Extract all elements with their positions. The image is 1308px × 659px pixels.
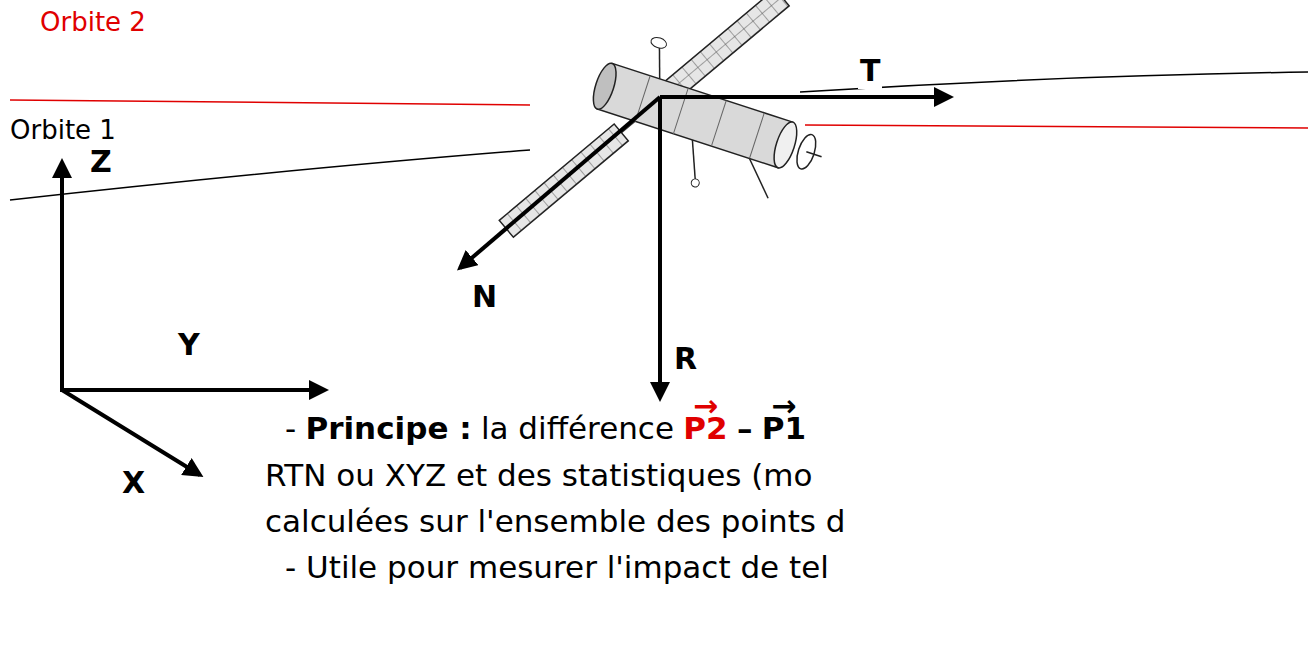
orbit-label: Orbite 2 [40,8,146,38]
y-axis [60,388,325,392]
axis-label: Y [178,328,200,363]
minus-sign: – [737,410,753,446]
axis-label: N [472,280,497,315]
r-axis [658,97,662,398]
axis-label: T [858,54,882,89]
z-axis [60,162,64,390]
orbit-2-line [10,100,530,105]
vector-name: P1 [762,410,806,446]
heading-word: Principe : [305,410,471,446]
orbit-2-line [805,125,1308,128]
bullet-dash: - [285,410,296,446]
t-axis [660,95,950,99]
body-text: RTN ou XYZ et des statistiques (mo [265,457,812,493]
body-text: - Utile pour mesurer l'impact de tel [285,549,829,585]
orbit-1-line [10,150,530,200]
vector-name: P2 [683,410,727,446]
axis-label: R [674,342,697,377]
n-axis [460,97,660,268]
text-line: RTN ou XYZ et des statistiques (mo [265,457,822,494]
orbit-label: Orbite 1 [10,116,116,146]
text-line: - Utile pour mesurer l'impact de tel [285,549,838,586]
axis-label: Z [90,145,112,180]
text-line: calculées sur l'ensemble des points d [265,503,855,540]
body-text: la différence [481,410,674,446]
satellite [499,0,841,237]
x-axis [62,390,200,475]
text-line: -Principe : la différenceP2–P1 [285,410,815,447]
satellite-body [575,24,841,222]
body-text: calculées sur l'ensemble des points d [265,503,846,539]
axis-label: X [122,466,145,501]
